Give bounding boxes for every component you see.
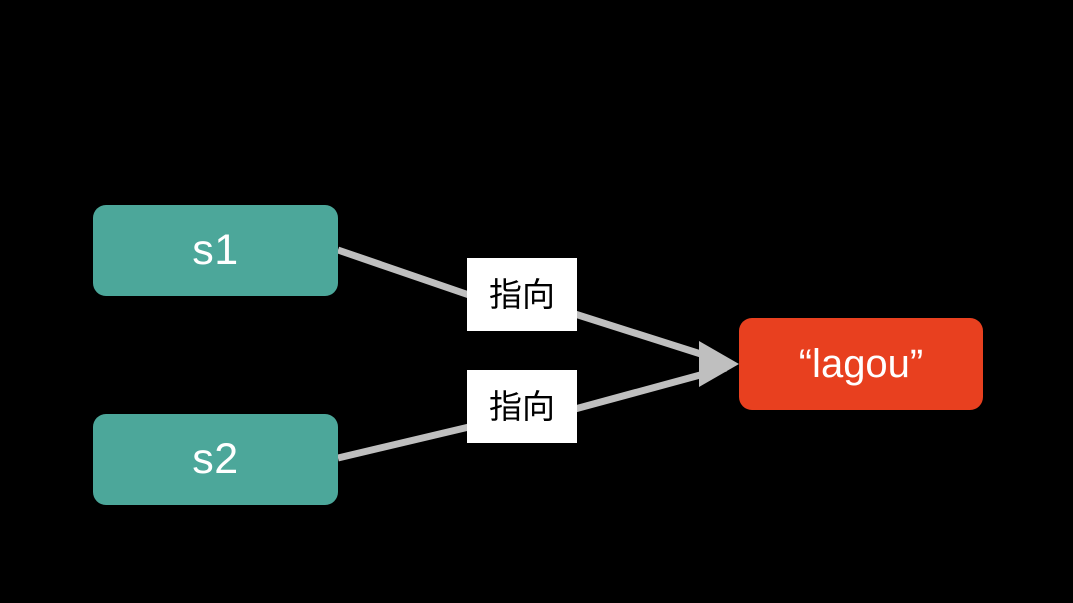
edge-label-s2-text: 指向 <box>489 388 555 425</box>
node-s1[interactable]: s1 <box>93 205 338 296</box>
node-s2-label: s2 <box>192 435 239 483</box>
edge-s2-segment-a <box>337 423 470 462</box>
edge-s1-segment-a <box>336 246 471 299</box>
node-string-value[interactable]: “lagou” <box>739 318 983 410</box>
node-string-value-label: “lagou” <box>798 342 924 386</box>
arrowhead-icon <box>699 341 739 387</box>
edge-s1-segment-b <box>573 310 728 366</box>
edge-label-s1: 指向 <box>467 258 577 331</box>
edge-label-s2: 指向 <box>467 370 577 443</box>
node-s2[interactable]: s2 <box>93 414 338 505</box>
node-s1-label: s1 <box>192 226 239 274</box>
edge-label-s1-text: 指向 <box>489 276 555 313</box>
edge-s2-segment-b <box>574 364 727 413</box>
